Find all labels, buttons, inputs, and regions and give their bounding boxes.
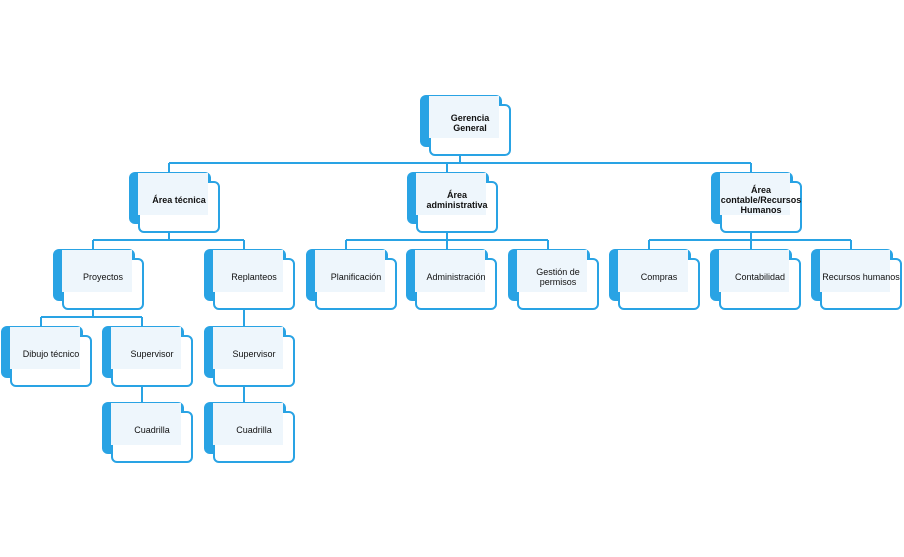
node-label: Planificación	[330, 272, 382, 282]
node-cuadrilla-proyectos: Cuadrilla	[102, 402, 193, 463]
node-gerencia-general: Gerencia General	[420, 95, 511, 156]
node-label: Proyectos	[82, 272, 124, 282]
node-area-administrativa: Área administrativa	[407, 172, 498, 233]
node-label: Área administrativa	[426, 190, 488, 210]
node-label: Cuadrilla	[134, 425, 170, 435]
node-area-contable: Área contable/Recursos Humanos	[711, 172, 802, 233]
node-supervisor-proyectos: Supervisor	[102, 326, 193, 387]
node-label: Supervisor	[232, 349, 276, 359]
node-area-tecnica: Área técnica	[129, 172, 220, 233]
node-label: Compras	[640, 272, 678, 282]
node-cuadrilla-replanteos: Cuadrilla	[204, 402, 295, 463]
node-label: Dibujo técnico	[22, 349, 80, 359]
node-planificacion: Planificación	[306, 249, 397, 310]
node-label: Replanteos	[231, 272, 277, 282]
node-proyectos: Proyectos	[53, 249, 144, 310]
node-gestion-permisos: Gestión de permisos	[508, 249, 599, 310]
node-label: Recursos humanos	[822, 272, 900, 282]
node-label: Gerencia General	[450, 113, 490, 133]
node-replanteos: Replanteos	[204, 249, 295, 310]
node-label: Área contable/Recursos Humanos	[720, 185, 802, 215]
node-label: Supervisor	[130, 349, 174, 359]
node-supervisor-replanteos: Supervisor	[204, 326, 295, 387]
node-compras: Compras	[609, 249, 700, 310]
node-label: Administración	[426, 272, 486, 282]
node-label: Cuadrilla	[236, 425, 272, 435]
node-dibujo-tecnico: Dibujo técnico	[1, 326, 92, 387]
node-administracion: Administración	[406, 249, 497, 310]
node-label: Contabilidad	[734, 272, 786, 282]
node-recursos-humanos: Recursos humanos	[811, 249, 902, 310]
node-contabilidad: Contabilidad	[710, 249, 801, 310]
node-label: Área técnica	[152, 195, 206, 205]
node-label: Gestión de permisos	[536, 267, 580, 287]
